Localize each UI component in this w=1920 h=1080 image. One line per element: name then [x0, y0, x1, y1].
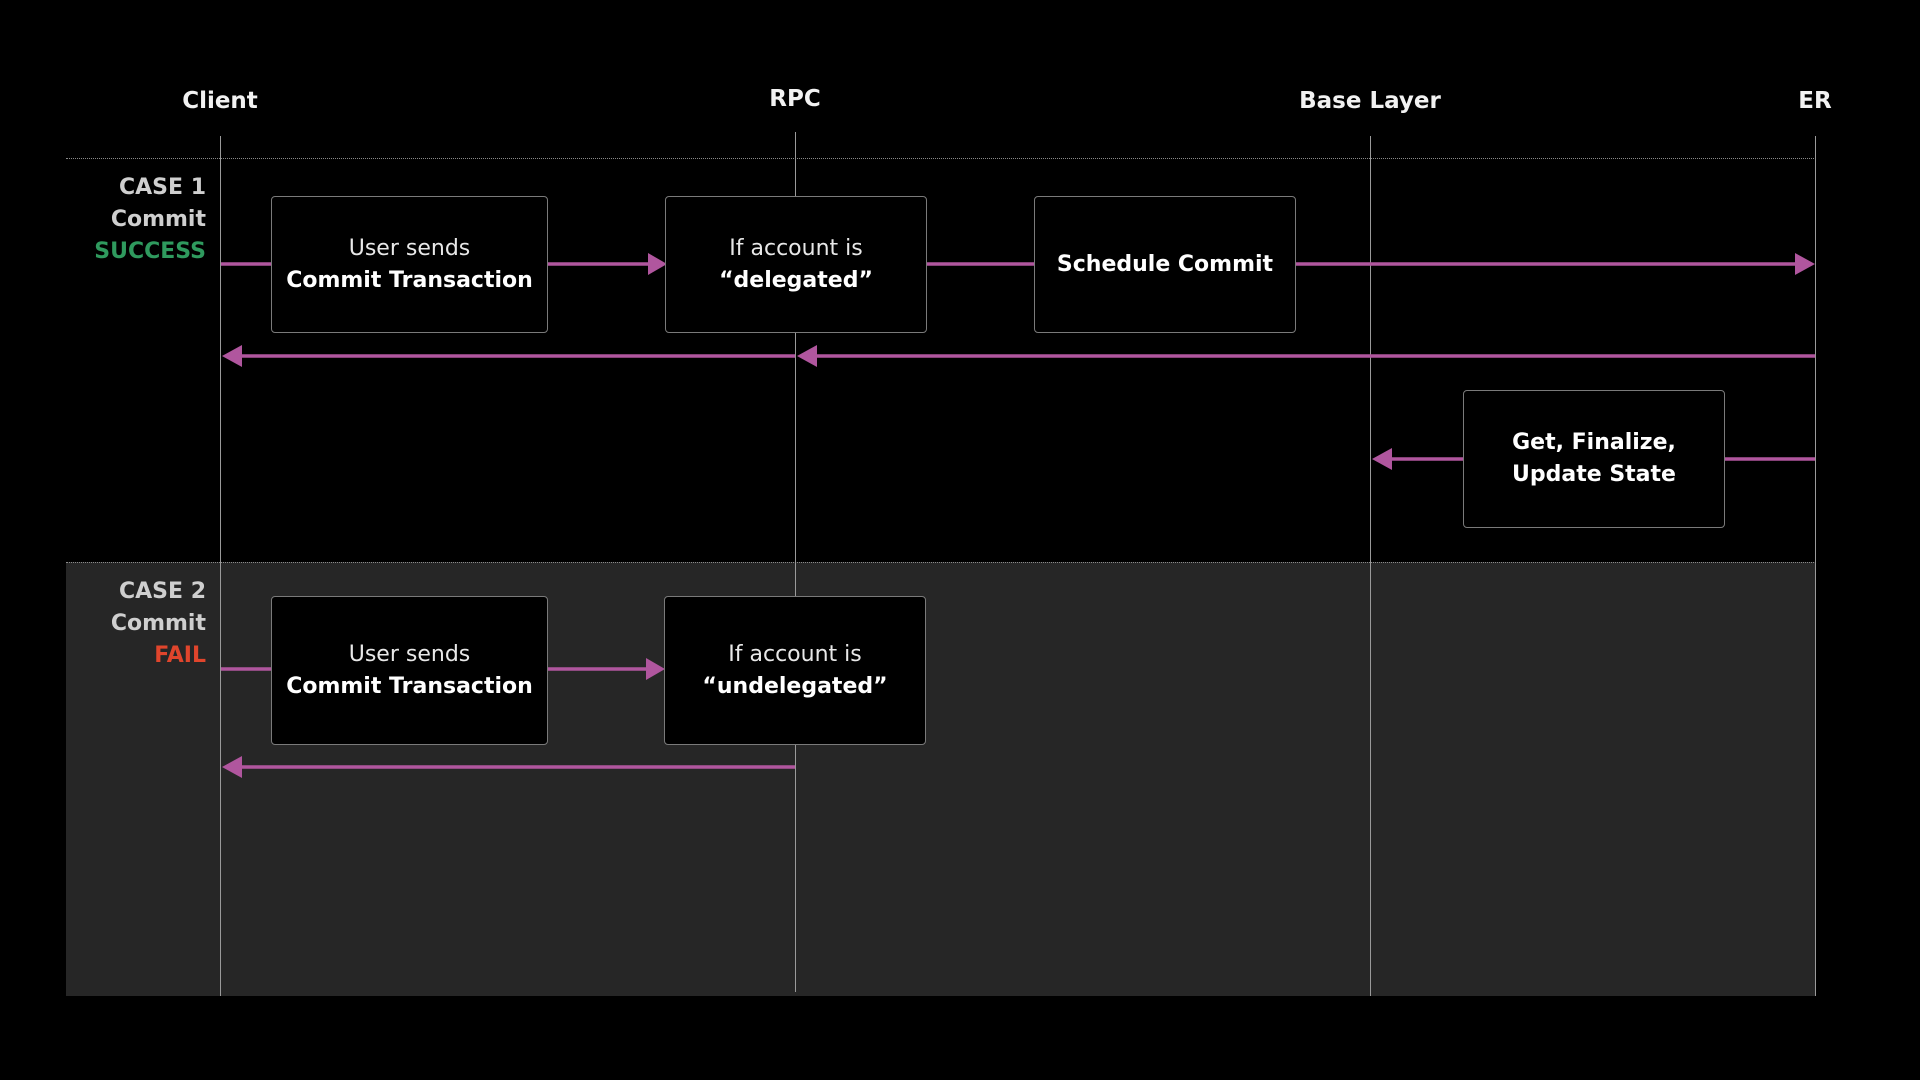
case2-result-fail: FAIL — [154, 643, 206, 668]
case2-user-sends-box: User sends Commit Transaction — [271, 596, 548, 745]
case1-finalize-box: Get, Finalize, Update State — [1463, 390, 1725, 528]
case1-finalize-text: Get, Finalize, Update State — [1512, 430, 1676, 487]
case1-arrowhead-to-rpc-return — [797, 345, 817, 367]
rpc-lifeline — [795, 132, 796, 992]
case1-arrowhead-to-base-layer — [1372, 448, 1392, 470]
case2-user-sends-text: User sends — [348, 641, 471, 667]
case2-arrowhead-to-client-return — [222, 756, 242, 778]
case1-number: CASE 1 — [118, 175, 206, 200]
case2-arrowhead-to-rpc — [646, 658, 665, 680]
case2-top-divider — [66, 562, 1816, 563]
lane-er-label: ER — [1798, 88, 1832, 114]
case1-label: CASE 1 Commit SUCCESS — [6, 172, 206, 268]
case2-commit-transaction-text: Commit Transaction — [286, 673, 533, 699]
case1-schedule-commit-text: Schedule Commit — [1056, 251, 1274, 277]
case1-user-sends-box: User sends Commit Transaction — [271, 196, 548, 333]
lane-client-label: Client — [182, 88, 258, 114]
lane-rpc-label: RPC — [769, 86, 821, 112]
client-lifeline — [220, 136, 221, 996]
case1-result-success: SUCCESS — [94, 239, 206, 264]
case2-kind: Commit — [110, 611, 206, 636]
case1-schedule-commit-box: Schedule Commit — [1034, 196, 1296, 333]
case2-rpc-check-box: If account is “undelegated” — [664, 596, 926, 745]
case1-arrowhead-to-rpc — [648, 253, 667, 275]
case1-if-account-text: If account is — [729, 235, 863, 261]
case2-label: CASE 2 Commit FAIL — [6, 576, 206, 672]
case2-number: CASE 2 — [118, 579, 206, 604]
case1-arrowhead-to-er — [1795, 253, 1815, 275]
er-lifeline — [1815, 136, 1816, 996]
case1-top-divider — [66, 158, 1816, 159]
case1-rpc-check-box: If account is “delegated” — [665, 196, 927, 333]
case1-kind: Commit — [110, 207, 206, 232]
case1-delegated-text: “delegated” — [719, 267, 873, 293]
case1-commit-transaction-text: Commit Transaction — [286, 267, 533, 293]
case2-undelegated-text: “undelegated” — [702, 673, 888, 699]
lane-base-layer-label: Base Layer — [1299, 88, 1441, 114]
case2-if-account-text: If account is — [728, 641, 862, 667]
case1-arrowhead-to-client-return — [222, 345, 242, 367]
base-layer-lifeline — [1370, 136, 1371, 996]
case1-user-sends-text: User sends — [348, 235, 471, 261]
